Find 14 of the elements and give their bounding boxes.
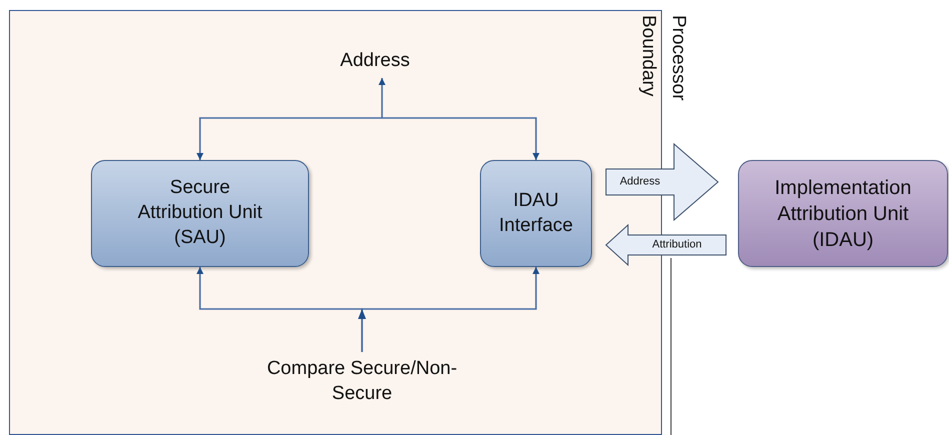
arrow — [361, 267, 540, 352]
unit-label: Implementation Attribution Unit (IDAU) — [774, 176, 912, 252]
unit-label: IDAU Interface — [498, 188, 574, 238]
signal-label: Address — [340, 48, 410, 73]
block-arrow — [606, 142, 719, 222]
unit-box — [480, 160, 592, 267]
signal-label: Compare Secure/Non-Secure — [266, 357, 458, 406]
arrow — [382, 117, 540, 160]
unit-box — [91, 160, 309, 267]
external-unit-box — [738, 160, 948, 267]
arrow — [378, 78, 386, 118]
unit-label: Secure Attribution Unit (SAU) — [136, 176, 264, 250]
boundary-label: Processor Boundary — [637, 15, 690, 103]
arrow — [196, 117, 382, 160]
